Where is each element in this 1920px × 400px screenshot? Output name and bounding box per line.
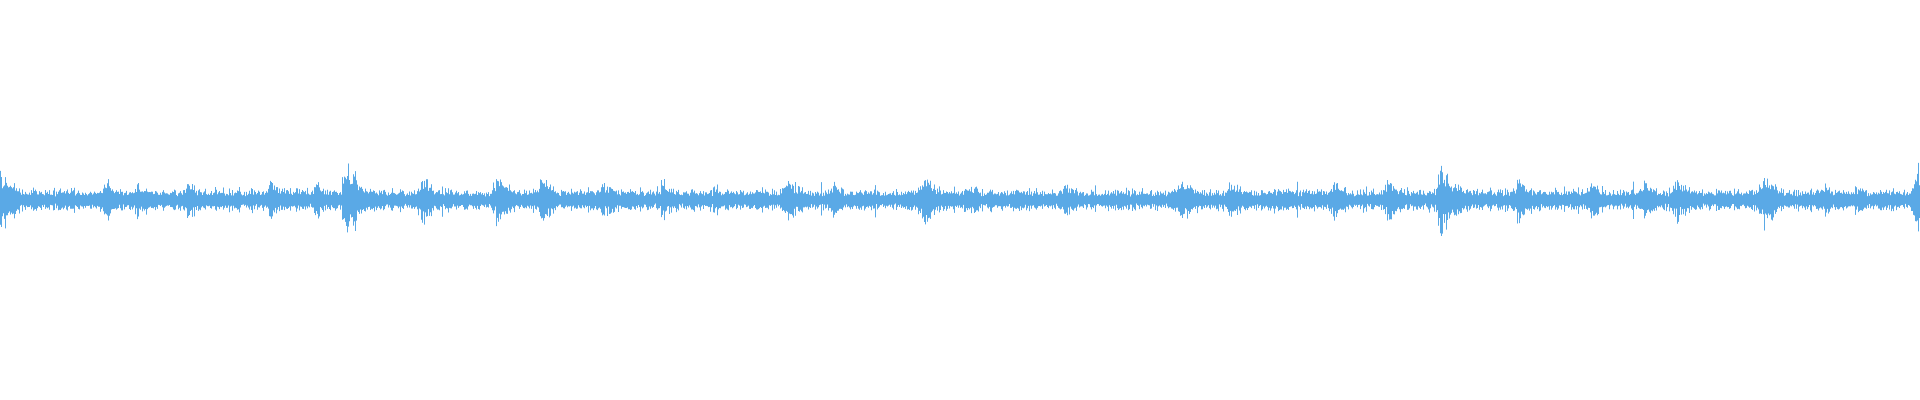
waveform-path	[0, 162, 1920, 236]
waveform-samples	[0, 162, 1920, 236]
